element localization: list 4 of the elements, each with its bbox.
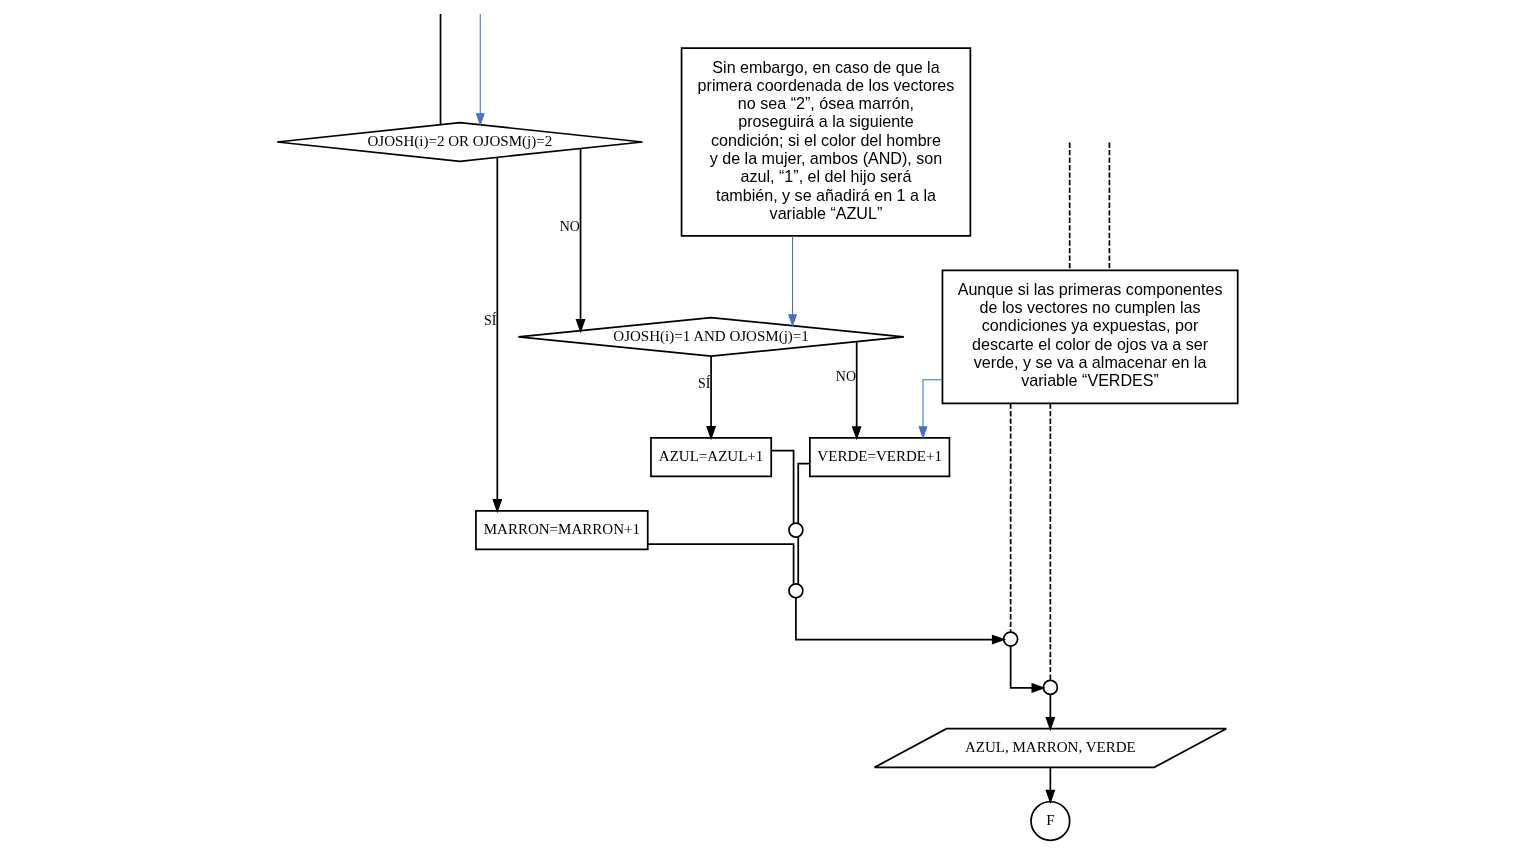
edge-label: NO bbox=[559, 218, 580, 234]
edge-label: SÍ bbox=[697, 375, 710, 391]
edge-label: SÍ bbox=[483, 312, 497, 328]
edge-label: NO bbox=[835, 368, 856, 384]
